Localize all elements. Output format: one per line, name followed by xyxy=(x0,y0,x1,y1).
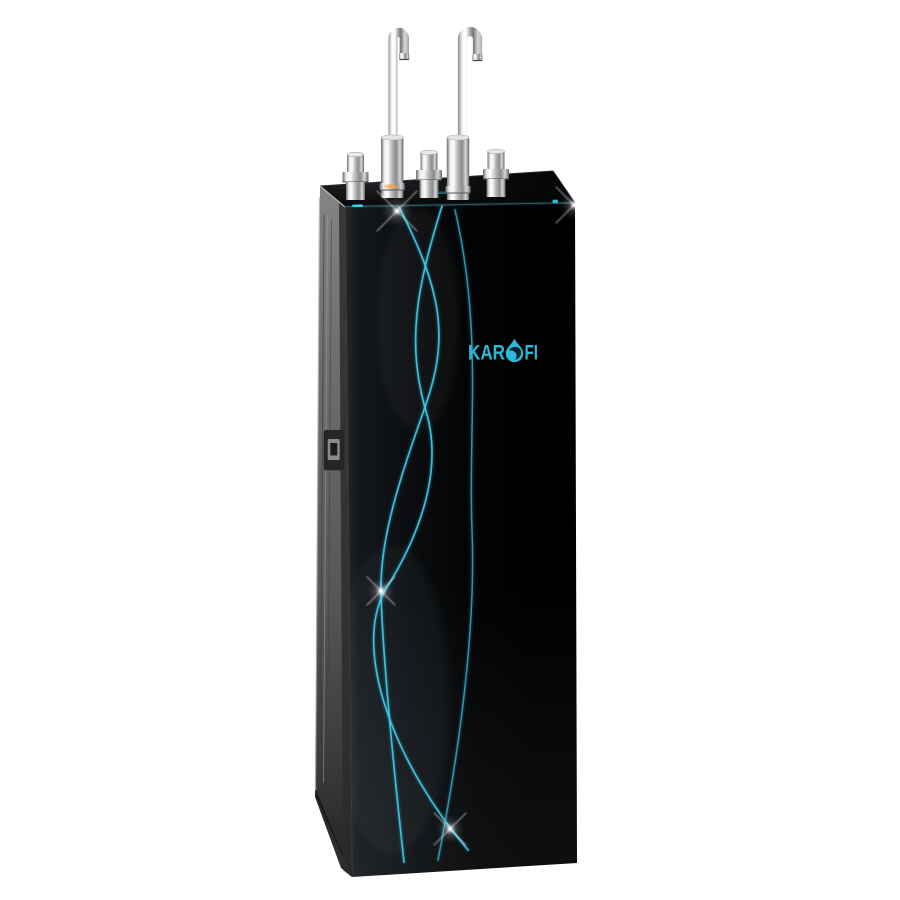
sparkle-icon xyxy=(413,793,489,867)
bottom-light xyxy=(345,580,577,877)
sparkles xyxy=(348,162,618,867)
cabinet xyxy=(314,170,577,877)
sparkle-core xyxy=(395,209,399,213)
knob-body xyxy=(419,180,439,198)
edge-glow-strip xyxy=(345,201,575,208)
knob-cap-top xyxy=(420,150,438,155)
wave-line xyxy=(372,205,469,851)
knob-flange xyxy=(416,170,442,180)
logo-text-right: FI xyxy=(525,340,539,364)
knob-flange xyxy=(483,169,509,179)
side-ridge-line xyxy=(323,214,328,784)
faucet-tube xyxy=(388,27,409,141)
knob-cap-top xyxy=(346,152,365,157)
faucet-base-top xyxy=(446,134,470,141)
indicator-dot-right xyxy=(552,199,558,204)
side-ridge-line xyxy=(319,214,325,786)
decor-wave-lines xyxy=(371,203,475,865)
knob-body xyxy=(486,179,506,197)
dispenser-knob-right xyxy=(483,149,509,197)
sparkle-icon xyxy=(352,166,444,258)
side-handle xyxy=(323,430,345,471)
faucet-base xyxy=(381,137,404,198)
indicator-dash-left xyxy=(352,204,364,207)
fixtures xyxy=(342,26,509,200)
side-ridge-line xyxy=(327,219,332,781)
dispenser-knob-center xyxy=(416,150,442,198)
faucet-base xyxy=(446,137,470,200)
knob-cap xyxy=(487,151,505,169)
knob-body xyxy=(346,182,365,200)
water-drop-swirl xyxy=(509,347,522,360)
knob-cap xyxy=(347,154,364,172)
sparkle-core xyxy=(379,589,383,593)
sparkle-core xyxy=(448,827,452,831)
faucet-tube xyxy=(457,26,483,141)
faucet-base-ring xyxy=(445,186,471,193)
side-panel-bottom-shadow xyxy=(315,790,352,877)
dispenser-knob-left xyxy=(342,152,369,200)
faucet-nozzle xyxy=(399,53,410,60)
knob-cap xyxy=(420,152,438,170)
sparkle-icon xyxy=(532,162,618,248)
front-left-edge-highlight xyxy=(345,206,353,877)
faucet-base-top xyxy=(380,134,404,141)
gooseneck-faucet-right xyxy=(445,26,483,200)
gooseneck-faucet-left xyxy=(379,27,410,198)
knob-cap-top xyxy=(487,149,505,154)
logo-text-left: KAR xyxy=(468,340,505,364)
faucet-nozzle xyxy=(472,54,483,61)
side-ridge-line xyxy=(314,197,321,791)
knob-flange xyxy=(342,172,369,182)
warm-glint xyxy=(384,184,398,189)
sparkle-icon xyxy=(348,558,414,625)
sparkle-core xyxy=(572,203,576,207)
handle-hole xyxy=(330,443,338,456)
side-panel-front-strip xyxy=(339,203,352,877)
wave-line xyxy=(437,209,474,861)
brand-logo: KAR FI xyxy=(468,338,539,364)
top-left-chamfer-highlight xyxy=(319,185,346,208)
